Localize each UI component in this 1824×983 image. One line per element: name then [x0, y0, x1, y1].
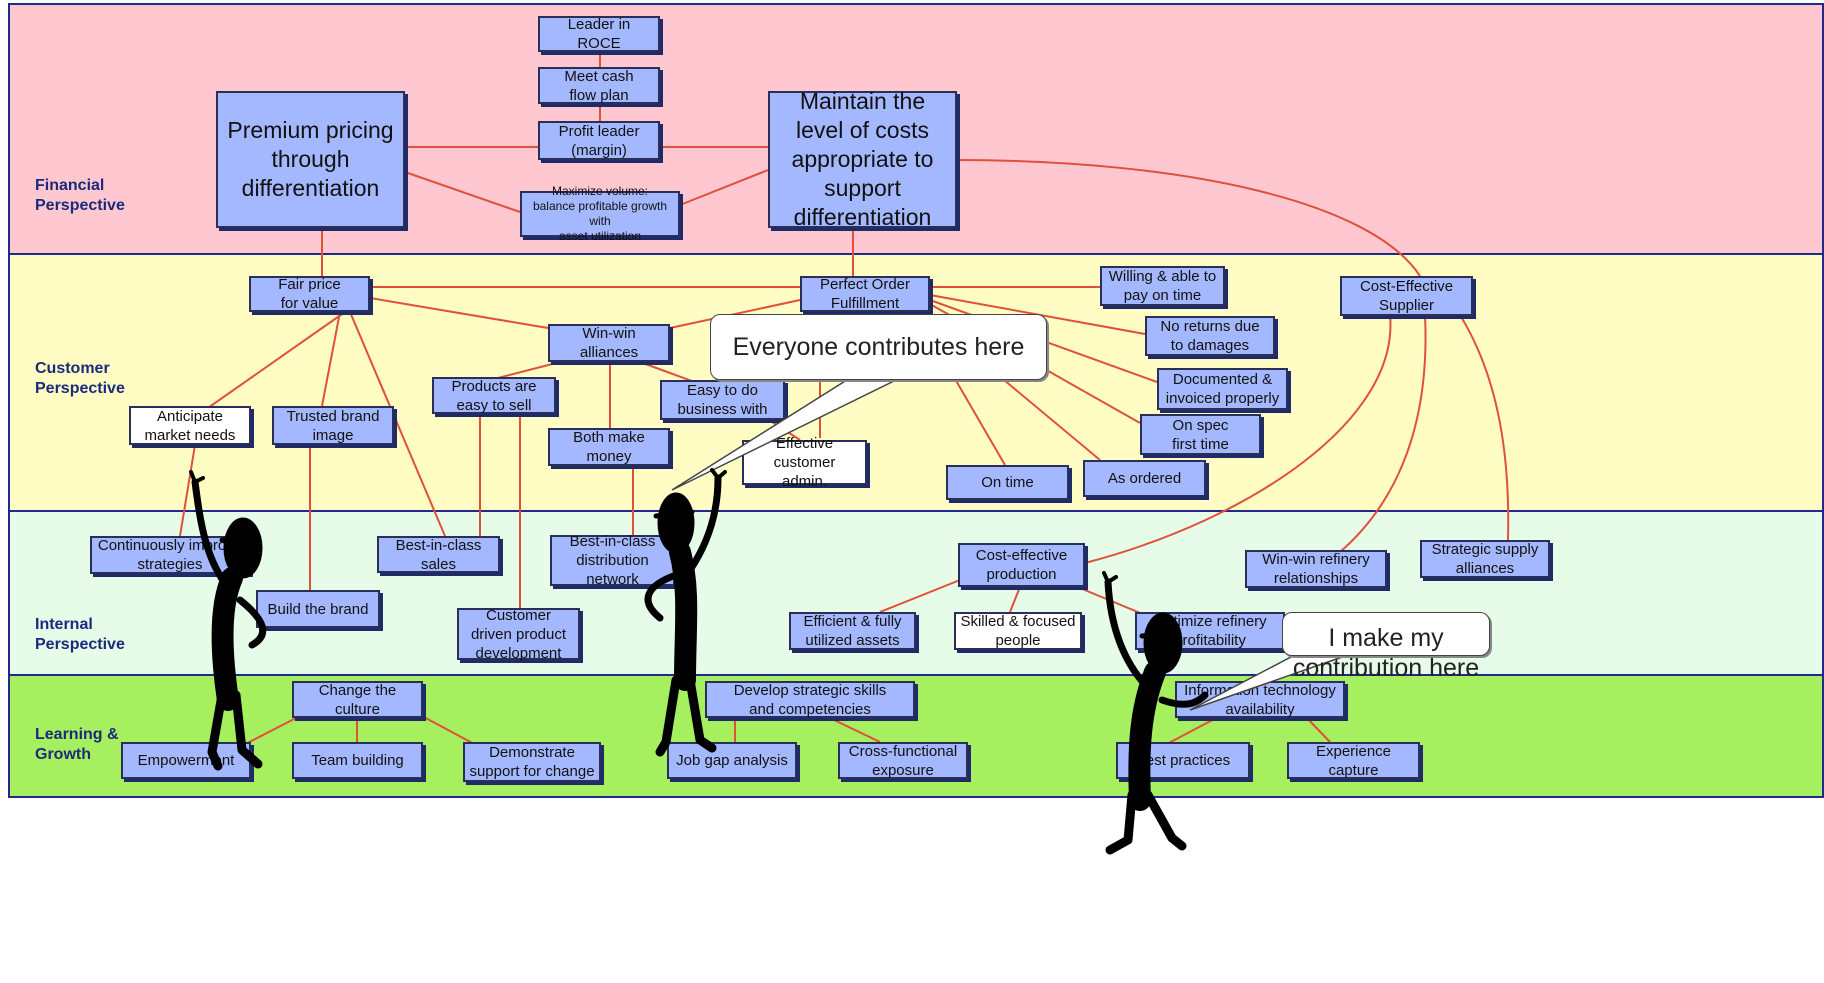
- efficient-assets-node[interactable]: Efficient & fully utilized assets: [789, 612, 916, 650]
- trusted-brand-node[interactable]: Trusted brand image: [272, 406, 394, 445]
- internal-perspective-label: Internal Perspective: [35, 616, 125, 653]
- everyone-contributes-callout: Everyone contributes here: [710, 314, 1047, 380]
- premium-pricing-node[interactable]: Premium pricing through differentiation: [216, 91, 405, 228]
- documented-invoiced-node[interactable]: Documented & invoiced properly: [1157, 368, 1288, 410]
- win-win-refinery-node[interactable]: Win-win refinery relationships: [1245, 550, 1387, 588]
- optimize-refinery-node[interactable]: Optimize refinery profitability: [1135, 612, 1285, 650]
- learning-growth-label: Learning & Growth: [35, 726, 119, 763]
- customer-driven-development-node[interactable]: Customer driven product development: [457, 607, 580, 662]
- on-spec-node[interactable]: On spec first time: [1140, 414, 1261, 455]
- fair-price-node[interactable]: Fair price for value: [249, 276, 370, 312]
- contribution-callout: I make my contribution here: [1282, 612, 1490, 682]
- experience-capture-node[interactable]: Experience capture: [1287, 742, 1420, 779]
- develop-strategic-skills-node[interactable]: Develop strategic skills and competencie…: [705, 681, 915, 718]
- on-time-node[interactable]: On time: [946, 465, 1069, 500]
- strategic-supply-alliances-node[interactable]: Strategic supply alliances: [1420, 540, 1550, 578]
- products-easy-sell-node[interactable]: Products are easy to sell: [432, 377, 556, 414]
- no-returns-node[interactable]: No returns due to damages: [1145, 316, 1275, 356]
- profit-leader-node[interactable]: Profit leader (margin): [538, 121, 660, 160]
- it-availability-node[interactable]: Information technology availability: [1175, 681, 1345, 718]
- best-practices-node[interactable]: Best practices: [1116, 742, 1250, 779]
- anticipate-market-needs-node[interactable]: Anticipate market needs: [129, 406, 251, 445]
- both-make-money-node[interactable]: Both make money: [548, 428, 670, 466]
- demonstrate-support-node[interactable]: Demonstrate support for change: [463, 742, 601, 782]
- win-win-alliances-node[interactable]: Win-win alliances: [548, 324, 670, 362]
- maximize-volume-node[interactable]: Maximize volume: balance profitable grow…: [520, 184, 680, 243]
- cost-effective-supplier-node[interactable]: Cost-Effective Supplier: [1340, 276, 1473, 316]
- team-building-node[interactable]: Team building: [292, 742, 423, 779]
- empowerment-node[interactable]: Empowerment: [121, 742, 251, 779]
- financial-perspective-label: Financial Perspective: [35, 177, 125, 214]
- perfect-order-node[interactable]: Perfect Order Fulfillment: [800, 276, 930, 312]
- maintain-costs-node[interactable]: Maintain the level of costs appropriate …: [768, 88, 957, 230]
- skilled-focused-people-node[interactable]: Skilled & focused people: [954, 612, 1082, 650]
- cross-functional-exposure-node[interactable]: Cross-functional exposure: [838, 742, 968, 779]
- as-ordered-node[interactable]: As ordered: [1083, 460, 1206, 497]
- job-gap-analysis-node[interactable]: Job gap analysis: [667, 742, 797, 779]
- effective-customer-admin-node[interactable]: Effective customer admin.: [742, 435, 867, 490]
- continuously-improve-node[interactable]: Continuously improve strategies: [90, 536, 250, 574]
- build-the-brand-node[interactable]: Build the brand: [256, 590, 380, 628]
- best-in-class-sales-node[interactable]: Best-in-class sales: [377, 536, 500, 573]
- cost-effective-production-node[interactable]: Cost-effective production: [958, 543, 1085, 587]
- easy-business-node[interactable]: Easy to do business with: [660, 380, 785, 420]
- leader-in-roce-node[interactable]: Leader in ROCE: [538, 16, 660, 52]
- meet-cash-flow-node[interactable]: Meet cash flow plan: [538, 67, 660, 104]
- willing-able-pay-node[interactable]: Willing & able to pay on time: [1100, 266, 1225, 306]
- best-in-class-distribution-node[interactable]: Best-in-class distribution network: [550, 533, 675, 588]
- change-culture-node[interactable]: Change the culture: [292, 681, 423, 718]
- customer-perspective-label: Customer Perspective: [35, 360, 125, 397]
